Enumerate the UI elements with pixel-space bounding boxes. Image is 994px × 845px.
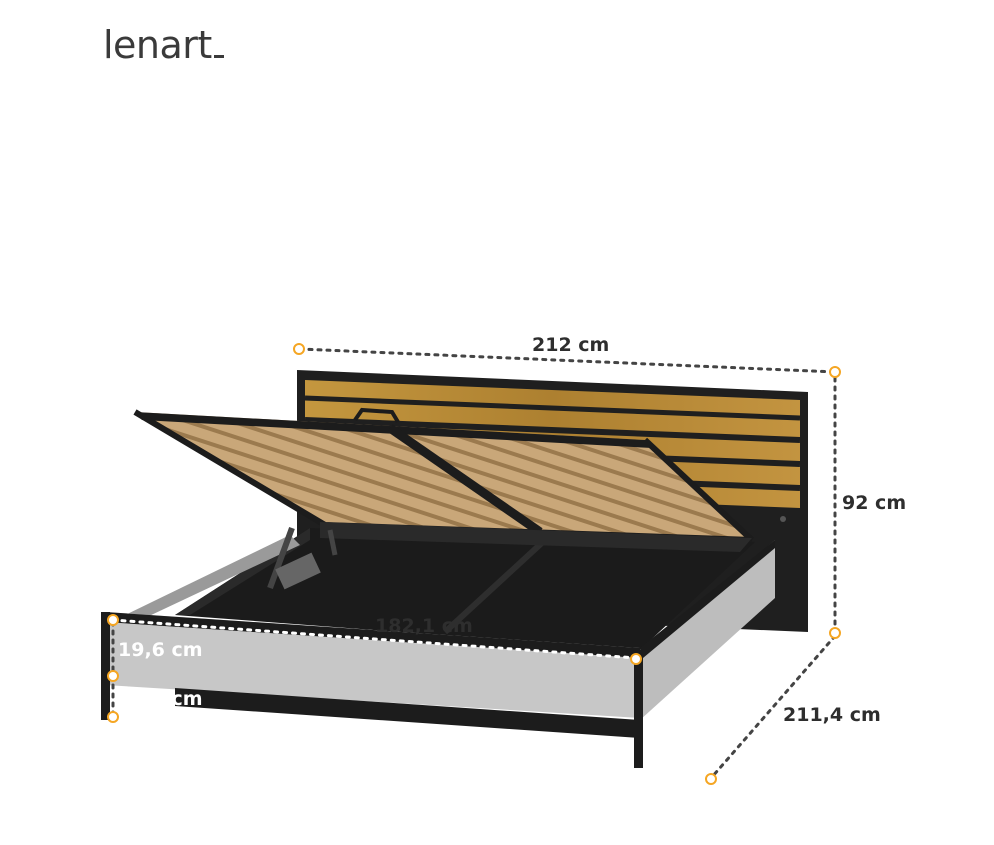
dimension-marker bbox=[107, 711, 119, 723]
clearance-label: 14,2 cm bbox=[118, 688, 203, 710]
gas-lift-mechanism bbox=[267, 526, 338, 590]
dimension-marker bbox=[293, 343, 305, 355]
dimension-marker bbox=[107, 670, 119, 682]
inner-width-label: 182,1 cm bbox=[375, 615, 473, 637]
dimension-marker bbox=[829, 627, 841, 639]
dimension-marker bbox=[829, 366, 841, 378]
bed-front-frame bbox=[101, 540, 775, 768]
height-label: 92 cm bbox=[842, 492, 906, 514]
bed-left-side-panel bbox=[115, 535, 300, 625]
storage-compartment bbox=[175, 528, 755, 650]
brand-logo: lenart bbox=[103, 22, 224, 68]
dimension-lines bbox=[107, 343, 841, 785]
bed-right-side-panel bbox=[640, 540, 775, 720]
frame-height-label: 19,6 cm bbox=[118, 639, 203, 661]
brand-logo-text: lenart bbox=[103, 23, 212, 67]
dimension-marker bbox=[705, 773, 717, 785]
dimension-marker bbox=[630, 653, 642, 665]
width-label: 212 cm bbox=[532, 334, 609, 356]
length-label: 211,4 cm bbox=[783, 704, 881, 726]
lifted-slatted-lid bbox=[133, 407, 755, 552]
dimension-marker bbox=[107, 614, 119, 626]
